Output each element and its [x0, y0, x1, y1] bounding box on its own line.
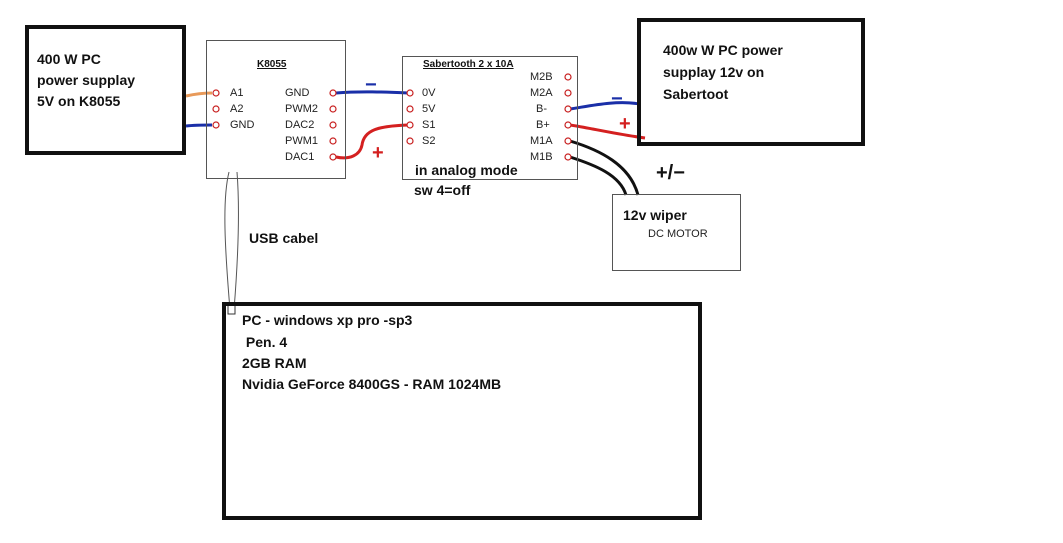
k8055-pin-dac1 [329, 153, 337, 161]
black-wire-m1b [569, 155, 628, 196]
red-wire-dac1-s1 [335, 123, 409, 160]
k8055-board: K8055 A1 A2 GND GND PWM2 DAC2 PWM1 DAC1 [206, 40, 346, 179]
sabertooth-pin-s1-label: S1 [422, 119, 436, 131]
pc-box: PC - windows xp pro -sp3 Pen. 4 2GB RAM … [222, 302, 702, 520]
sabertooth-note-line-2: sw 4=off [414, 182, 471, 198]
sabertooth-pin-s2-label: S2 [422, 135, 436, 147]
k8055-pin-dac2 [329, 121, 337, 129]
sabertooth-pin-bminus-label: B- [536, 103, 547, 115]
sabertooth-pin-m1b [564, 153, 572, 161]
k8055-pin-dac1-label: DAC1 [285, 151, 315, 163]
k8055-pin-a2-label: A2 [230, 103, 244, 115]
sabertooth-pin-m2b [564, 73, 572, 81]
sabertooth-pin-m1a-label: M1A [530, 135, 553, 147]
pc-line-3: 2GB RAM [242, 355, 307, 371]
k8055-pin-pwm2-label: PWM2 [285, 103, 318, 115]
motor-subtitle: DC MOTOR [648, 228, 708, 240]
sabertooth-pin-s2 [406, 137, 414, 145]
sabertooth-pin-bplus-label: B+ [536, 119, 550, 131]
k8055-pin-a1-label: A1 [230, 87, 244, 99]
blue-wire-gnd-left [185, 123, 213, 128]
sabertooth-pin-5v [406, 105, 414, 113]
left-power-supply-box: 400 W PC power supplay 5V on K8055 [25, 25, 186, 155]
sabertooth-pin-0v [406, 89, 414, 97]
sabertooth-pin-m1b-label: M1B [530, 151, 553, 163]
motor-title: 12v wiper [623, 207, 687, 223]
dc-motor-box: 12v wiper DC MOTOR [612, 194, 741, 271]
k8055-minus-sign: − [365, 74, 377, 96]
black-wire-m1a [569, 139, 640, 196]
right-psu-line-2: supplay 12v on [663, 64, 765, 80]
sabertooth-pin-s1 [406, 121, 414, 129]
sabertooth-board: Sabertooth 2 x 10A 0V 5V S1 S2 M2B M2A B… [402, 56, 578, 180]
sabertooth-pin-m2a [564, 89, 572, 97]
usb-cable-label: USB cabel [249, 230, 319, 246]
blue-wire-gnd-0v [335, 90, 409, 95]
k8055-pin-gnd-left-label: GND [230, 119, 255, 131]
psu-minus-sign: − [611, 88, 623, 110]
psu-plus-sign: + [619, 113, 631, 135]
sabertooth-pin-5v-label: 5V [422, 103, 436, 115]
k8055-pin-pwm1-label: PWM1 [285, 135, 318, 147]
pc-line-4: Nvidia GeForce 8400GS - RAM 1024MB [242, 376, 502, 392]
k8055-pin-pwm1 [329, 137, 337, 145]
sabertooth-pin-0v-label: 0V [422, 87, 436, 99]
k8055-pin-a1 [212, 89, 220, 97]
left-psu-line-2: power supplay [37, 72, 136, 88]
left-psu-line-1: 400 W PC [37, 51, 101, 67]
right-power-supply-box: 400w W PC power supplay 12v on Sabertoot [637, 18, 865, 146]
sabertooth-title: Sabertooth 2 x 10A [423, 59, 514, 70]
sabertooth-pin-m1a [564, 137, 572, 145]
k8055-pin-dac2-label: DAC2 [285, 119, 315, 131]
k8055-pin-a2 [212, 105, 220, 113]
red-wire-b-plus [569, 123, 646, 140]
k8055-pin-pwm2 [329, 105, 337, 113]
k8055-pin-gnd-left [212, 121, 220, 129]
k8055-title: K8055 [257, 59, 287, 70]
pc-line-1: PC - windows xp pro -sp3 [242, 312, 413, 328]
right-psu-line-3: Sabertoot [663, 86, 729, 102]
k8055-plus-sign: + [372, 142, 384, 164]
motor-polarity-sign: +/− [656, 162, 685, 184]
sabertooth-pin-m2b-label: M2B [530, 71, 553, 83]
sabertooth-pin-m2a-label: M2A [530, 87, 553, 99]
right-psu-line-1: 400w W PC power [663, 42, 783, 58]
orange-wire-a1 [185, 91, 213, 98]
blue-wire-b-minus [569, 101, 641, 111]
k8055-pin-gnd-right-label: GND [285, 87, 310, 99]
sabertooth-pin-bminus [564, 105, 572, 113]
sabertooth-pin-bplus [564, 121, 572, 129]
left-psu-line-3: 5V on K8055 [37, 93, 121, 109]
k8055-pin-gnd-right [329, 89, 337, 97]
usb-cable [224, 171, 239, 311]
pc-line-2: Pen. 4 [242, 334, 288, 350]
sabertooth-note-line-1: in analog mode [415, 162, 518, 178]
